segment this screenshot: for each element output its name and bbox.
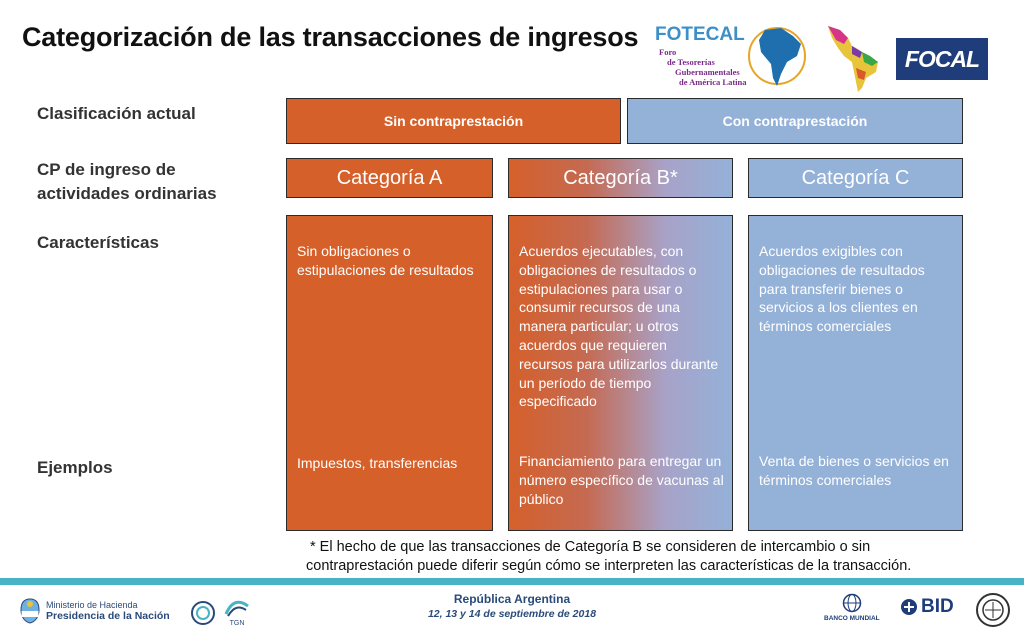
label-cp-ingreso: CP de ingreso de actividades ordinarias bbox=[37, 160, 217, 203]
fotecal-logo-subtitle: Foro de Tesorerías Gubernamentales de Am… bbox=[659, 47, 747, 87]
footer-event-info: República Argentina 12, 13 y 14 de septi… bbox=[0, 592, 1024, 620]
characteristics-c: Acuerdos exigibles con obligaciones de r… bbox=[759, 243, 925, 335]
ministerio-text: Ministerio de Hacienda bbox=[46, 600, 138, 610]
bid-emblem-icon bbox=[901, 599, 917, 615]
tgn-logo: TGN bbox=[224, 598, 250, 627]
example-b: Financiamiento para entregar un número e… bbox=[519, 453, 724, 507]
characteristics-b: Acuerdos ejecutables, con obligaciones d… bbox=[519, 243, 719, 410]
example-a: Impuestos, transferencias bbox=[297, 455, 458, 471]
tgn-logos: TGN bbox=[190, 598, 250, 627]
label-ejemplos: Ejemplos bbox=[37, 458, 113, 477]
header-sin-contraprestacion: Sin contraprestación bbox=[286, 98, 621, 144]
globe-icon bbox=[842, 593, 862, 613]
fotecal-logo-name: FOTECAL bbox=[655, 24, 745, 45]
category-a: Categoría A bbox=[286, 158, 493, 198]
tgn-wave-icon bbox=[224, 600, 249, 617]
latin-america-map-icon bbox=[828, 26, 878, 92]
banco-mundial-logo: BANCO MUNDIAL bbox=[824, 593, 880, 622]
presidencia-text: Presidencia de la Nación bbox=[46, 610, 170, 622]
south-america-map-icon bbox=[748, 27, 806, 86]
footer-dates: 12, 13 y 14 de septiembre de 2018 bbox=[427, 608, 597, 620]
fotecal-logo: FOTECAL Foro de Tesorerías Gubernamental… bbox=[655, 22, 806, 92]
tesoreria-seal-icon bbox=[191, 600, 215, 625]
imf-seal-icon bbox=[976, 593, 1010, 627]
label-clasificacion-actual: Clasificación actual bbox=[37, 104, 196, 123]
footer-band bbox=[0, 578, 1024, 585]
category-b: Categoría B* bbox=[508, 158, 733, 198]
focal-logo: FOCAL bbox=[896, 38, 988, 80]
column-a-details: Sin obligaciones o estipulaciones de res… bbox=[286, 215, 493, 531]
footer-country: República Argentina bbox=[453, 592, 571, 606]
argentina-shield-icon bbox=[20, 598, 40, 624]
column-b-details: Acuerdos ejecutables, con obligaciones d… bbox=[508, 215, 733, 531]
example-c: Venta de bienes o servicios en términos … bbox=[759, 453, 949, 488]
label-caracteristicas: Características bbox=[37, 233, 159, 252]
footnote: * El hecho de que las transacciones de C… bbox=[306, 539, 912, 574]
ministerio-logo: Ministerio de Hacienda Presidencia de la… bbox=[20, 598, 170, 624]
header-con-contraprestacion: Con contraprestación bbox=[627, 98, 963, 144]
slide-title: Categorización de las transacciones de i… bbox=[22, 22, 639, 52]
category-c: Categoría C bbox=[748, 158, 963, 198]
bid-logo: BID bbox=[900, 596, 954, 618]
characteristics-a: Sin obligaciones o estipulaciones de res… bbox=[297, 243, 474, 278]
column-c-details: Acuerdos exigibles con obligaciones de r… bbox=[748, 215, 963, 531]
